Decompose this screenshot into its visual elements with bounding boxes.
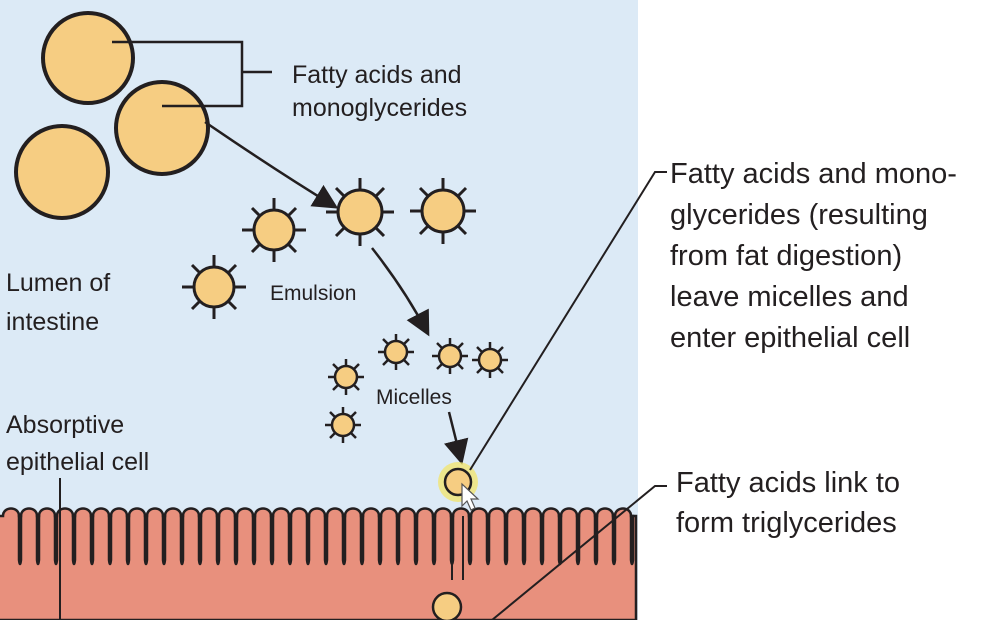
note-leave-micelles-line3: from fat digestion) — [670, 240, 902, 272]
micelle-icon — [325, 407, 361, 443]
note-leave-micelles-line2: glycerides (resulting — [670, 199, 928, 231]
leader-triglycerides-to-note — [491, 485, 667, 620]
epithelial-cell-layer — [0, 507, 638, 620]
emulsion-particle-icon — [326, 178, 394, 246]
leader-micelles-to-note — [469, 171, 667, 471]
micelle-icon — [432, 338, 468, 374]
label-lumen-line1: Lumen of — [6, 269, 110, 297]
label-fatty-acids-line2: monoglycerides — [292, 94, 467, 122]
note-link-line1: Fatty acids link to — [676, 467, 900, 499]
note-leave-micelles-line4: leave micelles and — [670, 281, 909, 313]
arrow-to-micelles — [371, 247, 430, 337]
emulsion-particle-icon — [182, 255, 246, 319]
label-micelles: Micelles — [376, 386, 452, 409]
micelle-icon — [472, 342, 508, 378]
droplet-bracket — [112, 40, 272, 108]
label-absorptive-line2: epithelial cell — [6, 448, 149, 476]
arrow-to-emulsion — [204, 120, 339, 209]
fat-droplet-icon — [114, 80, 210, 176]
microvilli-crypts — [17, 514, 635, 566]
note-leave-micelles-line5: enter epithelial cell — [670, 322, 910, 354]
mouse-pointer-icon — [461, 482, 480, 511]
intracellular-droplet-icon — [431, 591, 463, 620]
label-absorptive-line1: Absorptive — [6, 411, 124, 439]
emulsion-particle-icon — [410, 178, 476, 244]
label-emulsion: Emulsion — [270, 282, 356, 305]
label-fatty-acids-line1: Fatty acids and — [292, 61, 462, 89]
note-leave-micelles-line1: Fatty acids and mono- — [670, 158, 957, 190]
emulsion-particle-icon — [242, 198, 306, 262]
arrow-to-cell — [444, 411, 469, 465]
entry-channel — [451, 516, 464, 580]
note-link-line2: form triglycerides — [676, 507, 897, 539]
label-lumen-line2: intestine — [6, 308, 99, 336]
micelle-icon — [328, 359, 364, 395]
fat-droplet-icon — [41, 11, 135, 105]
fat-droplet-icon — [14, 124, 110, 220]
micelle-icon — [378, 334, 414, 370]
notes-panel — [638, 0, 1003, 620]
